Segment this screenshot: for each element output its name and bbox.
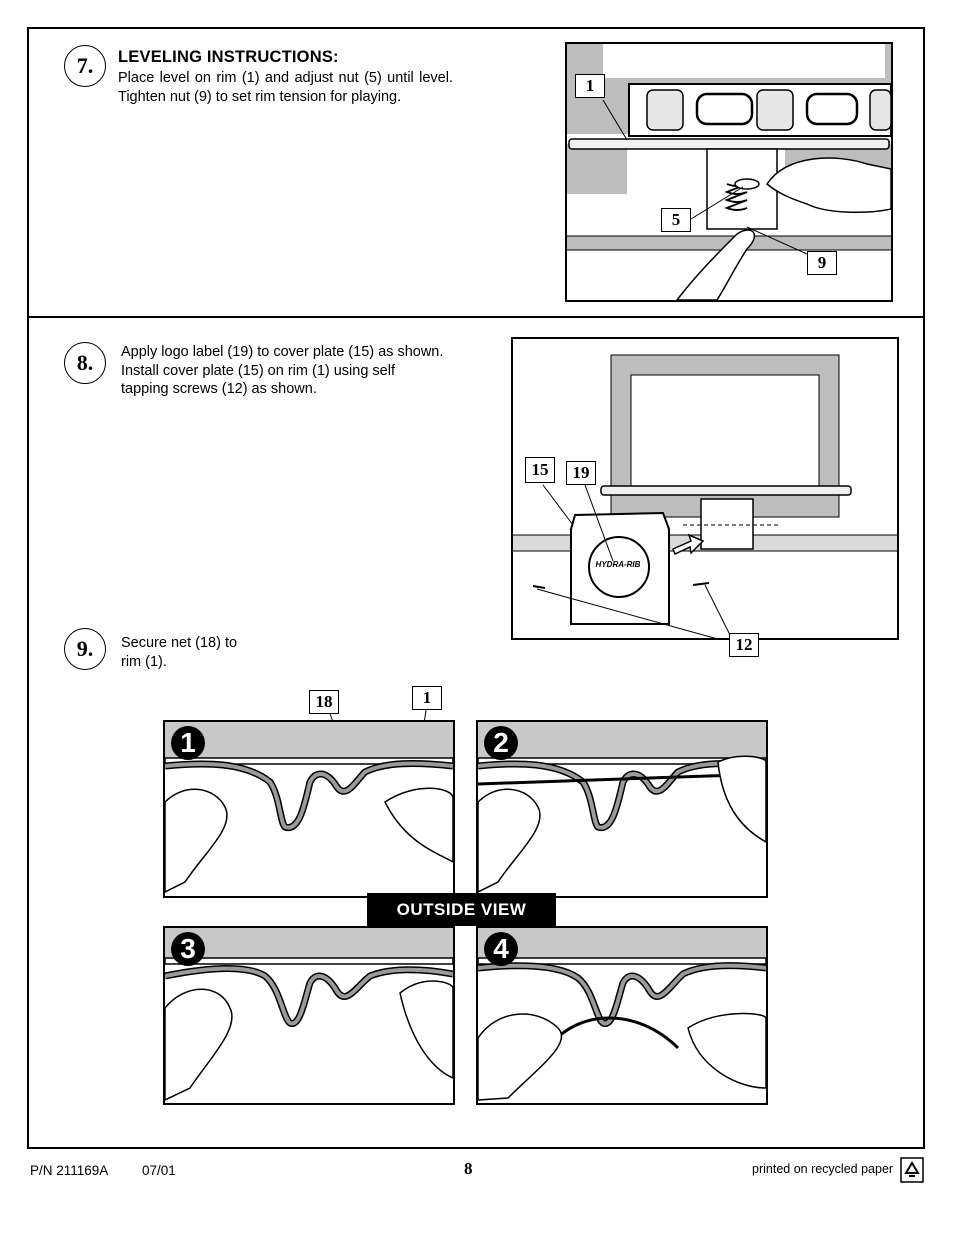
callout-rim-1: 1 bbox=[575, 74, 605, 98]
revision-date: 07/01 bbox=[142, 1163, 176, 1178]
logo-label-text: HYDRA-RIB bbox=[595, 560, 641, 569]
step-9-number: 9. bbox=[64, 628, 106, 670]
outside-view-label: OUTSIDE VIEW bbox=[367, 893, 556, 926]
net-panel-drawing bbox=[165, 722, 453, 893]
cover-plate-drawing bbox=[513, 339, 897, 638]
page-frame bbox=[27, 27, 925, 1149]
callout-net-18: 18 bbox=[309, 690, 339, 714]
callout-nut-5: 5 bbox=[661, 208, 691, 232]
net-panel-number: 3 bbox=[171, 932, 205, 966]
callout-nut-9: 9 bbox=[807, 251, 837, 275]
net-panel-drawing bbox=[478, 928, 766, 1101]
section-divider bbox=[29, 316, 923, 318]
net-panel-number: 2 bbox=[484, 726, 518, 760]
recycle-icon bbox=[900, 1157, 924, 1183]
net-panel-4: 4 bbox=[476, 926, 768, 1105]
callout-cover-plate-15: 15 bbox=[525, 457, 555, 483]
callout-logo-label-19: 19 bbox=[566, 461, 596, 485]
net-panel-1: 1 bbox=[163, 720, 455, 898]
net-panel-number: 1 bbox=[171, 726, 205, 760]
callout-rim-1-net: 1 bbox=[412, 686, 442, 710]
leveling-illustration bbox=[565, 42, 893, 302]
cover-plate-illustration bbox=[511, 337, 899, 640]
callout-screws-12: 12 bbox=[729, 633, 759, 657]
step-9-text: Secure net (18) to rim (1). bbox=[121, 635, 238, 670]
net-panel-drawing bbox=[478, 722, 766, 893]
step-7-heading: LEVELING INSTRUCTIONS: bbox=[118, 48, 339, 66]
step-8-text: Apply logo label (19) to cover plate (15… bbox=[121, 344, 444, 397]
net-panel-2: 2 bbox=[476, 720, 768, 898]
net-panel-number: 4 bbox=[484, 932, 518, 966]
step-7-number: 7. bbox=[64, 45, 106, 87]
page-number: 8 bbox=[464, 1159, 473, 1178]
net-panel-3: 3 bbox=[163, 926, 455, 1105]
step-8-number: 8. bbox=[64, 342, 106, 384]
net-panel-drawing bbox=[165, 928, 453, 1101]
leveling-drawing bbox=[567, 44, 891, 300]
part-number: P/N 211169A bbox=[30, 1163, 109, 1178]
step-7-text: Place level on rim (1) and adjust nut (5… bbox=[118, 70, 453, 105]
recycled-paper-note: printed on recycled paper bbox=[752, 1162, 894, 1176]
